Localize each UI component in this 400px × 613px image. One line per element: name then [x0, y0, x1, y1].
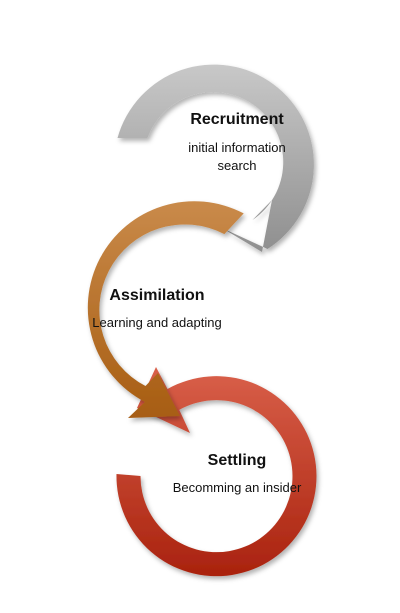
recruitment-description-line-2: search	[217, 158, 256, 173]
assimilation-title: Assimilation	[109, 287, 204, 304]
settling-description-line-1: Becomming an insider	[173, 480, 302, 495]
recruitment-circular-arrow	[117, 64, 314, 252]
assimilation-stage: Assimilation Learning and adapting	[87, 201, 244, 418]
settling-stage: Settling Becomming an insider	[116, 367, 317, 577]
recruitment-description-line-1: initial information	[188, 140, 286, 155]
settling-circular-arrow	[116, 367, 317, 577]
settling-title: Settling	[208, 452, 267, 469]
recruitment-title: Recruitment	[190, 111, 284, 128]
recruitment-stage: Recruitment initial information search	[117, 64, 314, 252]
assimilation-description-line-1: Learning and adapting	[92, 315, 221, 330]
assimilation-circular-arrow	[87, 201, 244, 418]
